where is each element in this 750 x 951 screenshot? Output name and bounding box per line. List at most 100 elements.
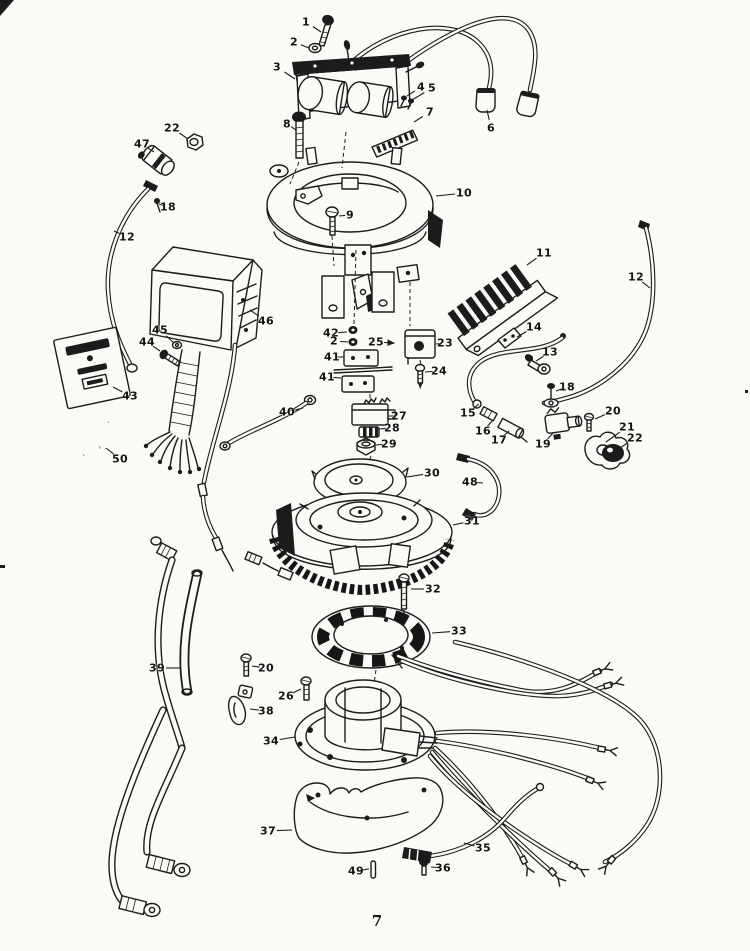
screw <box>240 653 252 677</box>
fork-terminal <box>597 854 617 875</box>
callout-48: 48 <box>462 475 478 489</box>
callout-38: 38 <box>258 704 274 718</box>
callout-17: 17 <box>491 433 507 447</box>
page-number: 7 <box>371 912 383 930</box>
base-plate <box>294 679 438 771</box>
coil-terminal-screws <box>400 95 414 110</box>
callout-20: 20 <box>605 404 621 418</box>
flywheel-guard <box>293 777 444 854</box>
fork-terminal <box>597 745 619 757</box>
callout-8: 8 <box>283 117 291 131</box>
callout-7: 7 <box>426 105 434 119</box>
battery-cable <box>143 536 191 878</box>
spark-plug-boot <box>516 90 540 118</box>
output-harness <box>395 639 663 887</box>
callout-44: 44 <box>139 335 155 349</box>
screw <box>414 363 426 389</box>
callout-5: 5 <box>428 81 436 95</box>
callout-37: 37 <box>260 824 276 838</box>
callout-15: 15 <box>460 406 476 420</box>
coil-left <box>297 76 349 116</box>
callout-34: 34 <box>263 734 279 748</box>
callout-41: 41 <box>324 350 340 364</box>
spacer-sleeve <box>358 426 380 438</box>
bolt <box>318 14 334 47</box>
callout-36: 36 <box>435 861 451 875</box>
wire-lead <box>541 220 656 406</box>
fork-terminal <box>592 661 614 677</box>
connector-link <box>244 550 294 581</box>
callout-2: 2 <box>330 334 338 348</box>
callout-23: 23 <box>437 336 453 350</box>
callout-leader-lines <box>105 26 651 871</box>
fork-terminal <box>519 855 535 877</box>
sleeve-tube <box>179 569 203 696</box>
screw <box>543 383 559 408</box>
fork-terminal <box>568 860 590 878</box>
flywheel <box>269 492 455 596</box>
callout-18: 18 <box>160 200 176 214</box>
spark-plug-connector <box>137 144 175 176</box>
callout-42: 42 <box>323 326 339 340</box>
callout-1: 1 <box>302 15 310 29</box>
hex-nut <box>356 437 376 456</box>
fork-terminal <box>602 676 625 690</box>
callout-19: 19 <box>535 437 551 451</box>
callout-35: 35 <box>475 841 491 855</box>
callout-30: 30 <box>424 466 440 480</box>
callout-13: 13 <box>542 345 558 359</box>
ignition-coil-assembly <box>292 40 425 121</box>
callout-39: 39 <box>149 661 165 675</box>
grommet <box>602 444 624 462</box>
coil-module <box>544 407 583 440</box>
callout-25: 25 <box>368 335 384 349</box>
screw <box>300 676 312 701</box>
heat-sink-fins <box>236 283 258 329</box>
hex-nut <box>186 133 204 151</box>
stator <box>311 605 431 669</box>
decal-strip <box>371 129 419 158</box>
scan-artifacts <box>0 0 748 568</box>
callout-11: 11 <box>536 246 552 260</box>
callout-40: 40 <box>279 405 295 419</box>
condenser-block <box>404 329 436 365</box>
lead-wire <box>402 782 545 863</box>
switch-box <box>149 246 263 351</box>
fork-terminal <box>547 866 567 887</box>
screw <box>154 198 161 213</box>
callout-2: 2 <box>290 35 298 49</box>
callout-32: 32 <box>425 582 441 596</box>
callout-28: 28 <box>384 421 400 435</box>
callout-20: 20 <box>258 661 274 675</box>
callout-16: 16 <box>475 424 491 438</box>
callout-45: 45 <box>152 323 168 337</box>
wire-lead <box>105 180 158 373</box>
clamp-bracket <box>584 431 631 470</box>
callout-50: 50 <box>112 452 128 466</box>
coil-right <box>346 81 394 119</box>
screw <box>583 412 595 432</box>
bolt <box>292 111 306 159</box>
fork-terminal <box>585 775 607 791</box>
mount-bracket <box>497 327 522 349</box>
washer <box>308 42 322 54</box>
callout-22: 22 <box>164 121 180 135</box>
callout-46: 46 <box>258 314 274 328</box>
screw <box>398 573 410 610</box>
spark-plug-wires <box>349 15 540 118</box>
callout-22: 22 <box>627 431 643 445</box>
callout-21: 21 <box>619 420 635 434</box>
jumper-wire <box>456 453 502 521</box>
ground-wire <box>219 394 317 451</box>
callout-33: 33 <box>451 624 467 638</box>
battery-cable <box>108 706 167 918</box>
decal-label <box>53 326 131 410</box>
callout-41: 41 <box>319 370 335 384</box>
callout-49: 49 <box>348 864 364 878</box>
spark-plug-boot <box>475 88 496 113</box>
callout-26: 26 <box>278 689 294 703</box>
callout-12: 12 <box>628 270 644 284</box>
cable-clamp-bracket <box>227 684 254 726</box>
